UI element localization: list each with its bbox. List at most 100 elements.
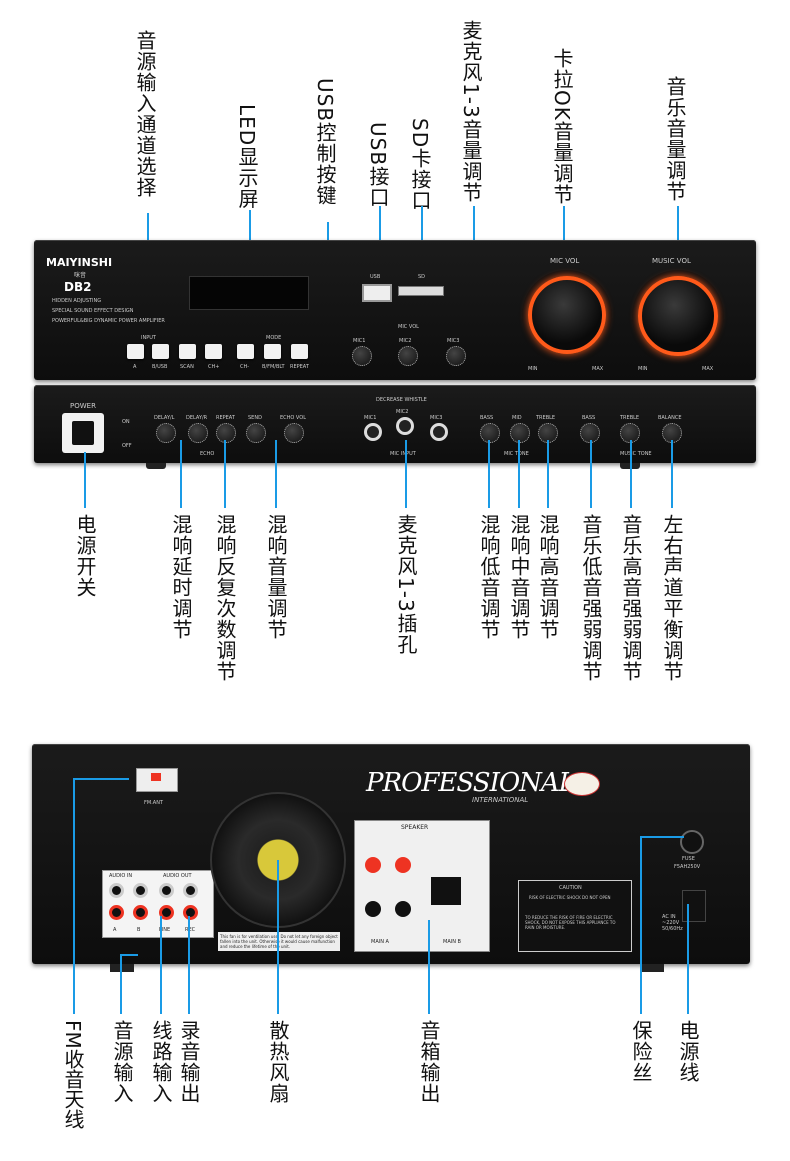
rca-rec-r[interactable] <box>183 905 198 920</box>
delay-l-knob[interactable] <box>156 423 176 443</box>
mic-treble-label: TREBLE <box>536 415 556 421</box>
micvol-max: MAX <box>592 366 604 372</box>
repeat-knob[interactable] <box>216 423 236 443</box>
usb-label: USB <box>370 274 381 280</box>
label-power: 电源开关 <box>73 514 97 598</box>
rca-rec-l[interactable] <box>183 883 198 898</box>
btn-label-scan: SCAN <box>180 364 194 370</box>
send-knob[interactable] <box>246 423 266 443</box>
btn-label-a: A <box>133 364 137 370</box>
musicvol-min: MIN <box>638 366 648 372</box>
echo-vol-knob[interactable] <box>284 423 304 443</box>
mic-bass-knob[interactable] <box>480 423 500 443</box>
rca-b-r[interactable] <box>133 905 148 920</box>
label-echo-bass: 混响低音调节 <box>477 514 501 640</box>
rca-label-rec: REC <box>185 927 196 933</box>
fm-antenna-port[interactable] <box>136 768 178 792</box>
input-header: INPUT <box>141 335 156 341</box>
ch-minus-button[interactable] <box>237 344 254 359</box>
label-echo-delay: 混响延时调节 <box>169 514 193 640</box>
fm-ant-label: FM.ANT <box>144 800 163 806</box>
caution-label: CAUTION RISK OF ELECTRIC SHOCK DO NOT OP… <box>518 880 632 952</box>
brand-cn: 咪音 <box>74 272 87 279</box>
mic-mid-label: MID <box>512 415 522 421</box>
musicvol-max: MAX <box>702 366 714 372</box>
front-panel-bottom: POWER ON OFF DELAY/L DELAY/R REPEAT SEND… <box>34 385 756 463</box>
mic2-vol-knob[interactable] <box>398 346 418 366</box>
micvol-header: MIC VOL <box>398 324 419 330</box>
delay-l-label: DELAY/L <box>154 415 175 421</box>
power-off-label: OFF <box>122 443 132 449</box>
repeat-button[interactable] <box>291 344 308 359</box>
scan-button[interactable] <box>179 344 196 359</box>
musicvol-knob-label: MUSIC VOL <box>652 257 691 265</box>
music-treble-label: TREBLE <box>620 415 640 421</box>
feature-1: HIDDEN ADJUSTING <box>52 298 102 304</box>
ch-plus-button[interactable] <box>205 344 222 359</box>
rca-line-r[interactable] <box>159 905 174 920</box>
rear-panel: PROFESSIONAL INTERNATIONAL FM.ANT AUDIO … <box>32 744 750 964</box>
mic3-label: MIC3 <box>447 338 460 344</box>
delay-r-label: DELAY/R <box>186 415 208 421</box>
mic1-label: MIC1 <box>353 338 366 344</box>
rca-a-r[interactable] <box>109 905 124 920</box>
usb-port[interactable] <box>362 284 392 302</box>
label-mic-vol: 麦克风1-3音量调节 <box>459 20 483 203</box>
power-switch[interactable] <box>62 413 104 453</box>
mode-button[interactable] <box>264 344 281 359</box>
music-volume-knob[interactable] <box>638 276 718 356</box>
mic-mid-knob[interactable] <box>510 423 530 443</box>
professional-logo: PROFESSIONAL <box>366 768 576 798</box>
mic-input-group-label: MIC INPUT <box>390 451 416 457</box>
audio-out-label: AUDIO OUT <box>163 873 192 879</box>
mic1-vol-knob[interactable] <box>352 346 372 366</box>
rca-b-l[interactable] <box>133 883 148 898</box>
front-panel-top: MAIYINSHI 咪音 DB2 HIDDEN ADJUSTING SPECIA… <box>34 240 756 380</box>
feature-2: SPECIAL SOUND EFFECT DESIGN <box>52 308 134 314</box>
rca-line-l[interactable] <box>159 883 174 898</box>
echo-vol-label: ECHO VOL <box>280 415 306 421</box>
label-sd-port: SD卡接口 <box>408 118 432 212</box>
rca-label-b: B <box>137 927 141 933</box>
btn-label-b-usb: B/USB <box>152 364 168 370</box>
balance-label: BALANCE <box>658 415 682 421</box>
mic-input-3-label: MIC3 <box>430 415 443 421</box>
rca-label-a: A <box>113 927 117 933</box>
fuse-holder[interactable] <box>680 830 704 854</box>
label-mic-jack: 麦克风1-3插孔 <box>394 514 418 655</box>
led-display <box>189 276 309 310</box>
label-input-select: 音源输入通道选择 <box>133 30 157 198</box>
rca-a-l[interactable] <box>109 883 124 898</box>
delay-r-knob[interactable] <box>188 423 208 443</box>
label-line-in: 线路输入 <box>149 1020 173 1104</box>
mic2-label: MIC2 <box>399 338 412 344</box>
mic3-vol-knob[interactable] <box>446 346 466 366</box>
label-fuse: 保险丝 <box>629 1020 653 1083</box>
label-balance: 左右声道平衡调节 <box>660 514 684 682</box>
repeat-label: REPEAT <box>216 415 235 421</box>
input-b-usb-button[interactable] <box>152 344 169 359</box>
speaker-terminal: SPEAKER MAIN A MAIN B <box>354 820 490 952</box>
mic1-jack[interactable] <box>364 423 382 441</box>
label-led: LED显示屏 <box>235 104 259 210</box>
audio-in-label: AUDIO IN <box>109 873 133 879</box>
power-on-label: ON <box>122 419 130 425</box>
rca-panel: AUDIO IN AUDIO OUT A B LINE REC <box>102 870 214 938</box>
label-echo-repeat: 混响反复次数调节 <box>213 514 237 682</box>
mic-input-2-label: MIC2 <box>396 409 409 415</box>
label-usb-port: USB接口 <box>366 122 390 209</box>
mic3-jack[interactable] <box>430 423 448 441</box>
label-ok-vol: 卡拉OK音量调节 <box>550 48 574 205</box>
mic2-jack[interactable] <box>396 417 414 435</box>
karaoke-volume-knob[interactable] <box>528 276 606 354</box>
label-usb-ctrl: USB控制按键 <box>313 78 337 207</box>
input-a-button[interactable] <box>127 344 144 359</box>
music-bass-label: BASS <box>582 415 596 421</box>
label-music-bass: 音乐低音强弱调节 <box>579 514 603 682</box>
sd-slot[interactable] <box>398 286 444 296</box>
label-power-cord: 电源线 <box>676 1020 700 1083</box>
international-label: INTERNATIONAL <box>472 796 529 804</box>
fan-note: This fan is for ventilation use. Do not … <box>218 932 340 951</box>
mode-header: MODE <box>266 335 282 341</box>
fuse-rating: F5AH250V <box>674 864 701 870</box>
